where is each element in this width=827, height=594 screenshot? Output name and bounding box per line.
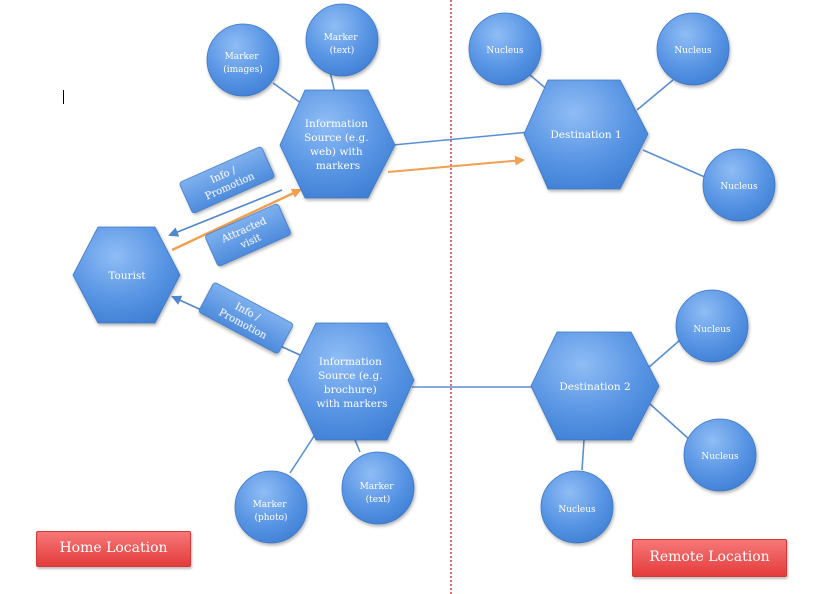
nucleus-label: Nucleus [486, 46, 524, 56]
tourist-label: Tourist [108, 270, 146, 282]
marker-text-top-node: Marker (text) [305, 3, 379, 77]
nucleus-node: Nucleus [540, 470, 614, 544]
marker-photo-node: Marker (photo) [234, 470, 308, 544]
info-web-line4: markers [316, 160, 360, 172]
marker-text-bottom-node: Marker (text) [341, 451, 415, 525]
marker-text-bottom-line1: Marker [360, 482, 395, 492]
nucleus-node: Nucleus [675, 289, 749, 363]
nucleus-label: Nucleus [674, 46, 712, 56]
marker-photo-line2: (photo) [254, 512, 287, 523]
marker-text-top-line1: Marker [324, 33, 359, 43]
destination-2-label: Destination 2 [559, 381, 630, 393]
nucleus-node: Nucleus [656, 12, 730, 86]
label-attracted-visit: Attracted visit [205, 203, 291, 267]
information-source-brochure-node: Information Source (e.g. brochure) with … [287, 322, 415, 441]
destination-1-label: Destination 1 [550, 129, 621, 141]
nucleus-label: Nucleus [720, 182, 758, 192]
nucleus-node: Nucleus [702, 148, 776, 222]
arrow-web-to-tourist [168, 189, 283, 237]
destination-1-node: Destination 1 [523, 79, 649, 190]
nucleus-label: Nucleus [701, 452, 739, 462]
label-info-promotion-bottom: Info / Promotion [198, 282, 294, 354]
connector-destination2-nucleus-2 [649, 403, 691, 441]
connector-destination1-nucleus-3 [642, 149, 708, 179]
connector-destination2-nucleus-3 [581, 439, 585, 471]
nucleus-node: Nucleus [468, 12, 542, 86]
home-location-label: Home Location [36, 531, 191, 567]
destination-2-node: Destination 2 [530, 331, 660, 441]
marker-photo-line1: Marker [253, 500, 288, 510]
marker-images-node: Marker (images) [206, 23, 280, 97]
svg-text:Marker (photo): Marker (photo) [253, 500, 290, 523]
info-brochure-line1: Information [319, 356, 382, 368]
text-cursor [63, 90, 64, 104]
marker-images-line2: (images) [223, 64, 263, 75]
nucleus-label: Nucleus [693, 325, 731, 335]
nucleus-node: Nucleus [683, 418, 757, 492]
connector-web-destination1 [392, 131, 531, 146]
arrow-to-destination1 [387, 155, 525, 173]
connector-destination2-nucleus-1 [647, 339, 681, 369]
svg-text:Marker (images): Marker (images) [223, 52, 263, 75]
info-brochure-line4: with markers [317, 398, 388, 410]
marker-text-top-line2: (text) [330, 45, 355, 56]
connector-web-marker-text [329, 71, 336, 94]
information-source-web-node: Information Source (e.g. web) with marke… [279, 89, 396, 199]
info-brochure-line2: Source (e.g. [318, 370, 382, 382]
marker-text-bottom-line2: (text) [366, 494, 391, 505]
remote-location-label: Remote Location [632, 539, 787, 577]
info-web-line2: Source (e.g. [304, 132, 368, 144]
svg-text:Marker (text): Marker (text) [324, 33, 361, 56]
label-info-promotion-top: Info / Promotion [179, 146, 275, 214]
svg-text:Information Source (e.g.: Information Source (e.g. web) with marke… [304, 118, 372, 172]
tourist-node: Tourist [72, 226, 181, 324]
info-web-line3: web) with [310, 146, 363, 158]
svg-text:Information Source (e.g.: Information Source (e.g. brochure) with … [317, 356, 388, 410]
nucleus-label: Nucleus [558, 505, 596, 515]
svg-text:Marker (text): Marker (text) [360, 482, 397, 505]
marker-images-line1: Marker [225, 52, 260, 62]
info-web-line1: Information [305, 118, 368, 130]
connector-destination1-nucleus-2 [636, 79, 674, 111]
arrow-tourist-to-web [171, 188, 302, 252]
info-brochure-line3: brochure) [324, 384, 377, 396]
